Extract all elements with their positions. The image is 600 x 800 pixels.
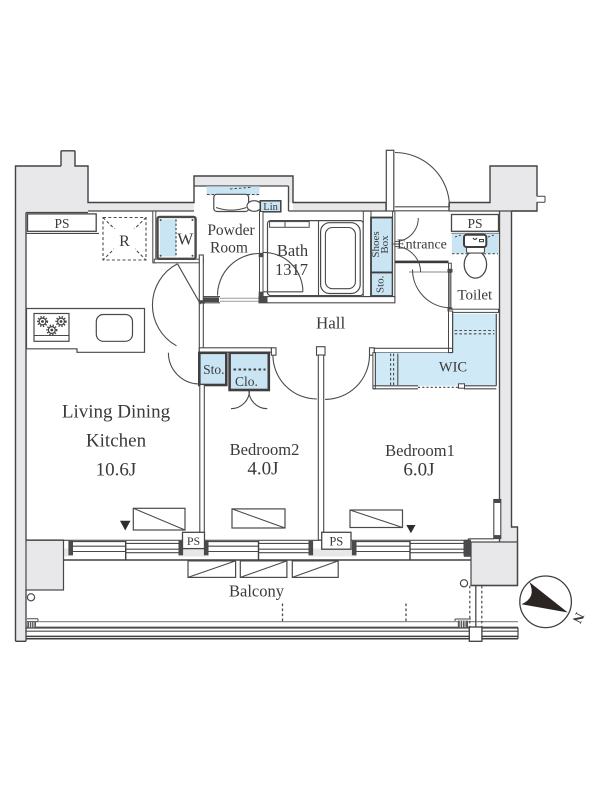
svg-text:Sto.: Sto. <box>375 275 387 293</box>
svg-text:WIC: WIC <box>439 359 467 375</box>
svg-text:W: W <box>177 230 194 249</box>
svg-text:Bedroom1: Bedroom1 <box>385 441 455 460</box>
svg-text:Sto.: Sto. <box>203 362 224 377</box>
svg-text:Kitchen: Kitchen <box>86 431 147 452</box>
svg-text:Box: Box <box>379 235 391 254</box>
svg-text:Powder: Powder <box>207 222 255 239</box>
svg-text:PS: PS <box>467 216 482 231</box>
svg-text:Living Dining: Living Dining <box>62 402 171 423</box>
svg-text:1317: 1317 <box>275 260 308 279</box>
svg-text:PS: PS <box>329 535 343 549</box>
svg-text:Entrance: Entrance <box>397 238 447 253</box>
svg-text:Shoes: Shoes <box>370 231 382 257</box>
svg-text:Bedroom2: Bedroom2 <box>230 440 300 459</box>
svg-text:Toilet: Toilet <box>457 288 493 304</box>
svg-text:4.0J: 4.0J <box>247 459 278 480</box>
svg-text:Bath: Bath <box>277 241 309 260</box>
svg-text:6.0J: 6.0J <box>403 460 434 481</box>
svg-text:Clo.: Clo. <box>235 374 258 389</box>
svg-text:R: R <box>119 233 130 250</box>
svg-text:PS: PS <box>187 534 200 548</box>
svg-text:10.6J: 10.6J <box>96 460 137 481</box>
svg-text:Balcony: Balcony <box>229 582 285 601</box>
svg-text:Lin: Lin <box>263 202 278 213</box>
svg-text:Room: Room <box>210 240 248 257</box>
svg-text:Hall: Hall <box>316 313 346 332</box>
svg-text:PS: PS <box>54 216 69 231</box>
